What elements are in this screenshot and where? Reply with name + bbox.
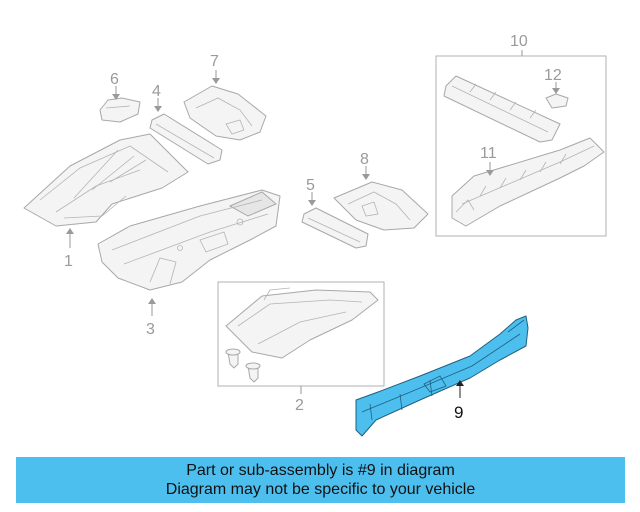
part-10-rail[interactable] bbox=[443, 75, 561, 143]
part-5-bracket[interactable] bbox=[301, 207, 369, 249]
arrow-7 bbox=[212, 78, 220, 84]
banner-line-2: Diagram may not be specific to your vehi… bbox=[165, 481, 476, 498]
arrow-5 bbox=[308, 200, 316, 206]
arrow-1 bbox=[66, 228, 74, 234]
callout-1: 1 bbox=[64, 253, 73, 270]
part-2-floor-assembly[interactable] bbox=[225, 287, 379, 359]
group-box-10 bbox=[435, 55, 607, 237]
part-1-floor-pan[interactable] bbox=[23, 133, 189, 227]
callout-4: 4 bbox=[152, 83, 161, 100]
arrow-12 bbox=[552, 88, 560, 94]
part-4-crossmember[interactable] bbox=[149, 113, 223, 165]
arrow-4 bbox=[154, 106, 162, 112]
arrow-11 bbox=[486, 170, 494, 176]
part-3-side-member[interactable] bbox=[97, 189, 281, 291]
part-6-bracket[interactable] bbox=[99, 97, 141, 123]
part-11-rail[interactable] bbox=[451, 137, 605, 227]
callout-8: 8 bbox=[360, 151, 369, 168]
callout-5: 5 bbox=[306, 177, 315, 194]
callout-7: 7 bbox=[210, 53, 219, 70]
callout-6: 6 bbox=[110, 71, 119, 88]
arrow-3 bbox=[148, 298, 156, 304]
arrow-8 bbox=[362, 174, 370, 180]
part-2-bolts[interactable] bbox=[225, 348, 261, 383]
banner-line-1: Part or sub-assembly is #9 in diagram bbox=[186, 462, 455, 479]
part-8-floor-panel[interactable] bbox=[333, 181, 429, 231]
info-banner: Part or sub-assembly is #9 in diagram Di… bbox=[16, 457, 625, 503]
part-12-bracket[interactable] bbox=[545, 93, 569, 109]
callout-12: 12 bbox=[544, 67, 562, 84]
callout-9: 9 bbox=[454, 403, 463, 422]
arrow-9 bbox=[456, 380, 464, 386]
part-7-panel[interactable] bbox=[183, 85, 267, 141]
arrow-6 bbox=[112, 94, 120, 100]
callout-11: 11 bbox=[480, 145, 497, 162]
part-9-highlighted[interactable] bbox=[355, 315, 529, 437]
callout-2: 2 bbox=[295, 397, 304, 414]
parts-diagram: 1 6 4 7 3 5 bbox=[23, 33, 607, 437]
callout-10: 10 bbox=[510, 33, 528, 50]
callout-3: 3 bbox=[146, 321, 155, 338]
